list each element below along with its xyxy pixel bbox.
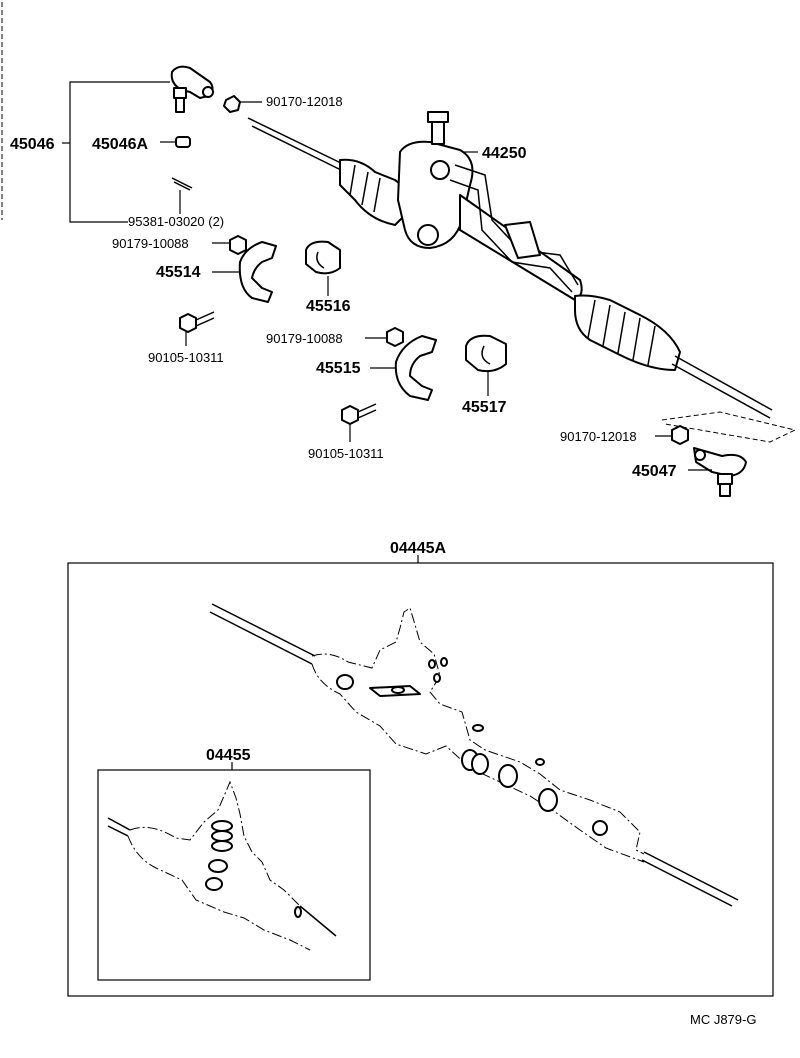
rack-housing-44250 xyxy=(247,111,773,419)
kit-outline-04445A xyxy=(209,603,739,907)
grommet-45517 xyxy=(465,334,507,373)
label-44250: 44250 xyxy=(482,145,527,162)
tie-rod-end-left xyxy=(170,65,214,113)
nut-45046A xyxy=(175,136,191,148)
nut-90170-bottom xyxy=(671,425,689,445)
label-45046A: 45046A xyxy=(92,136,148,153)
footer-code: MC J879-G xyxy=(690,1012,756,1027)
label-45047: 45047 xyxy=(632,463,677,480)
nut-90179-b xyxy=(386,327,404,347)
bolt-90105-b xyxy=(341,403,377,425)
clamp-bracket-45514 xyxy=(238,241,277,303)
label-90170-bottom: 90170-12018 xyxy=(560,429,637,444)
label-90179-a: 90179-10088 xyxy=(112,236,189,251)
nut-90179-a xyxy=(229,235,247,255)
group-bracket-45046 xyxy=(69,81,170,223)
tie-rod-end-right xyxy=(693,447,747,497)
kit-outline-04455 xyxy=(107,780,337,951)
label-95381: 95381-03020 (2) xyxy=(128,214,224,229)
grommet-45516 xyxy=(305,240,341,275)
clamp-bracket-45515 xyxy=(394,335,437,401)
label-90105-b: 90105-10311 xyxy=(308,446,384,461)
label-90105-a: 90105-10311 xyxy=(148,350,224,365)
label-45046: 45046 xyxy=(10,136,55,153)
kit-box-04455 xyxy=(97,769,371,981)
cotter-pin-95381 xyxy=(171,177,193,191)
label-45515: 45515 xyxy=(316,360,361,377)
bolt-90105-a xyxy=(179,311,215,333)
label-45517: 45517 xyxy=(462,399,507,416)
label-90179-b: 90179-10088 xyxy=(266,331,343,346)
label-04445A: 04445A xyxy=(390,540,446,557)
label-90170-top: 90170-12018 xyxy=(266,94,343,109)
label-04455: 04455 xyxy=(206,747,251,764)
label-45516: 45516 xyxy=(306,298,351,315)
kit-box-04445A xyxy=(67,562,774,997)
label-45514: 45514 xyxy=(156,264,201,281)
nut-90170-top xyxy=(223,95,241,113)
